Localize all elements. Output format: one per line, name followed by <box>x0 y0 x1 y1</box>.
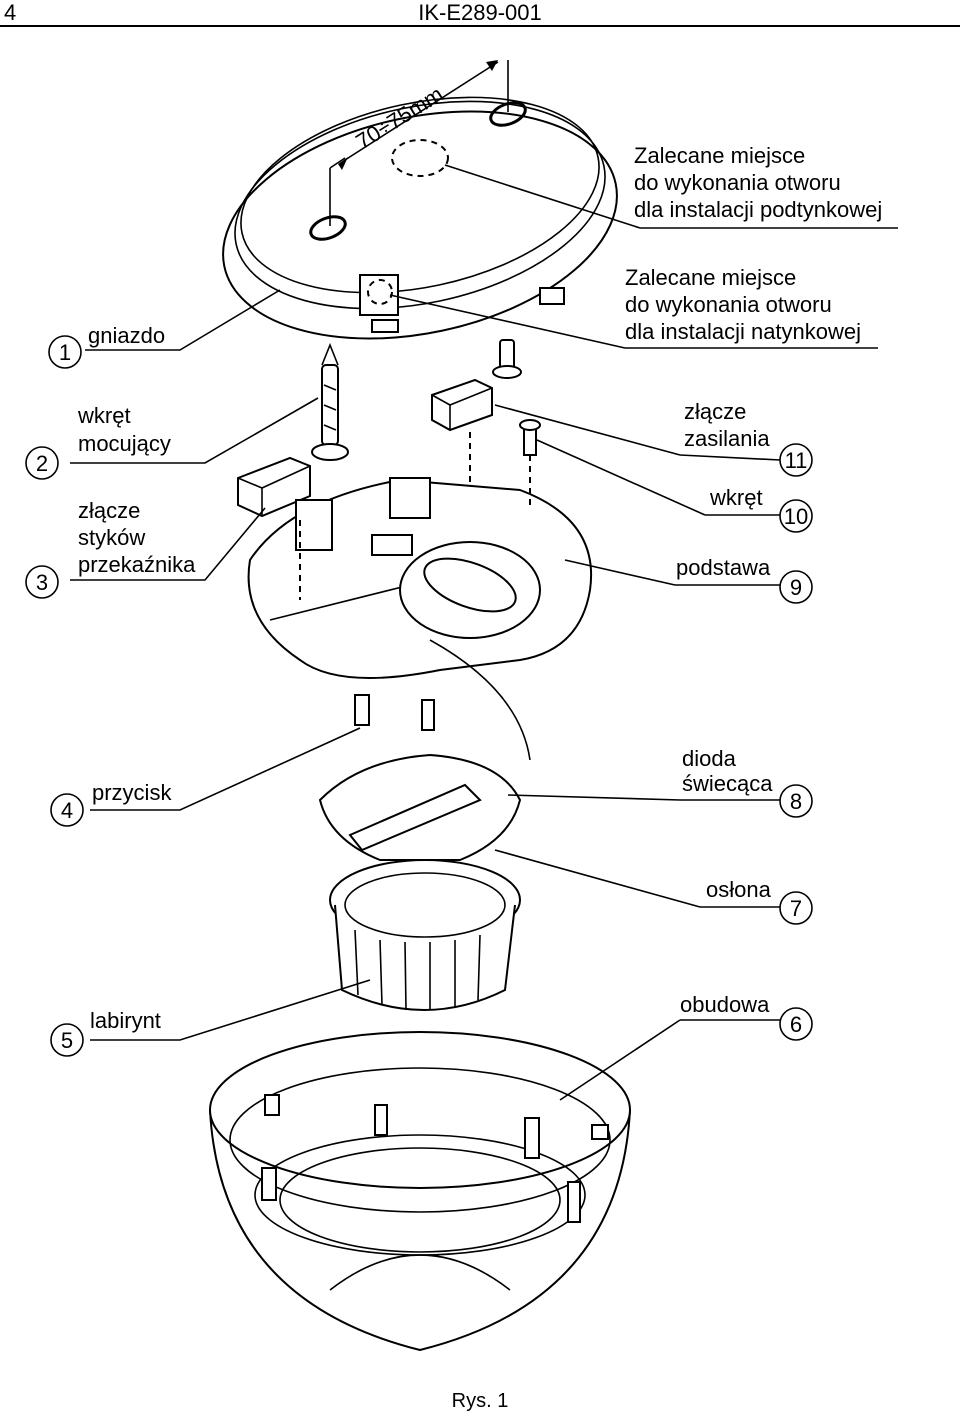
mounting-screw-drawing <box>311 342 349 461</box>
document-code: IK-E289-001 <box>418 0 542 25</box>
note-surface-line-3: dla instalacji natynkowej <box>625 319 861 344</box>
callout-part-11: 11 złącze zasilania <box>684 399 813 477</box>
part-5-number: 5 <box>61 1028 73 1053</box>
header-rule <box>0 25 960 27</box>
part-2-label-line-2: mocujący <box>78 431 171 456</box>
part-8-label-line-1: dioda <box>682 746 737 771</box>
callout-part-2: 2 wkręt mocujący <box>25 403 171 480</box>
part-3-label-line-1: złącze <box>78 498 140 523</box>
figure-caption: Rys. 1 <box>451 1390 509 1412</box>
part-10-number: 10 <box>784 504 808 529</box>
base-pcb-drawing <box>247 455 593 761</box>
part-8-number: 8 <box>790 789 802 814</box>
part-7-number: 7 <box>790 896 802 921</box>
power-connector-drawing <box>431 378 493 500</box>
part-11-number: 11 <box>785 448 808 473</box>
part-2-number: 2 <box>36 451 48 476</box>
relay-connector-drawing <box>237 456 311 518</box>
part-5-label: labirynt <box>90 1008 161 1033</box>
part-8-label-line-2: świecąca <box>682 771 773 796</box>
part-3-label-line-2: styków <box>78 525 145 550</box>
callout-part-1: 1 gniazdo <box>48 323 165 369</box>
part-7-label: osłona <box>706 877 772 902</box>
housing-drawing <box>209 1031 631 1352</box>
page-header: 4 IK-E289-001 <box>0 0 960 27</box>
callout-part-9: 9 podstawa <box>676 555 813 604</box>
page-number: 4 <box>4 0 17 25</box>
callout-part-10: 10 wkręt <box>709 485 813 533</box>
callout-part-4: 4 przycisk <box>50 780 172 827</box>
part-9-label: podstawa <box>676 555 771 580</box>
part-10-label: wkręt <box>709 485 763 510</box>
leader-lines <box>70 164 898 1101</box>
labyrinth-drawing <box>329 859 521 1011</box>
part-1-number: 1 <box>59 340 71 365</box>
part-9-number: 9 <box>790 575 802 600</box>
note-flush-line-3: dla instalacji podtynkowej <box>634 197 882 222</box>
terminal-screw-drawing <box>492 339 541 456</box>
callout-part-3: 3 złącze styków przekaźnika <box>25 498 196 599</box>
note-surface-line-1: Zalecane miejsce <box>625 265 796 290</box>
note-flush-line-2: do wykonania otworu <box>634 170 841 195</box>
part-11-label-line-2: zasilania <box>684 426 770 451</box>
part-11-label-line-1: złącze <box>684 399 746 424</box>
callout-part-8: 8 dioda świecąca <box>682 746 813 818</box>
led-board-drawing <box>318 694 522 861</box>
part-2-label-line-1: wkręt <box>77 403 131 428</box>
note-surface-install: Zalecane miejsce do wykonania otworu dla… <box>625 265 861 344</box>
callout-part-6: 6 obudowa <box>680 992 813 1041</box>
part-6-label: obudowa <box>680 992 770 1017</box>
part-1-label: gniazdo <box>88 323 165 348</box>
part-3-label-line-3: przekaźnika <box>78 552 196 577</box>
part-4-label: przycisk <box>92 780 172 805</box>
part-3-number: 3 <box>36 570 48 595</box>
note-flush-line-1: Zalecane miejsce <box>634 143 805 168</box>
note-flush-install: Zalecane miejsce do wykonania otworu dla… <box>634 143 882 222</box>
callout-part-5: 5 labirynt <box>50 1008 161 1057</box>
part-4-number: 4 <box>61 798 73 823</box>
note-surface-line-2: do wykonania otworu <box>625 292 832 317</box>
part-6-number: 6 <box>790 1012 802 1037</box>
socket-drawing <box>222 60 618 340</box>
callout-part-7: 7 osłona <box>706 877 813 925</box>
